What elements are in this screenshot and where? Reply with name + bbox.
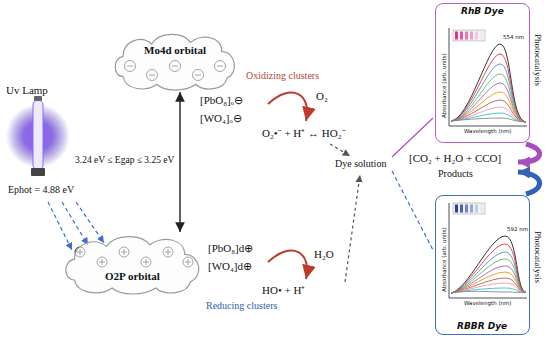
cluster-formula: [PbO₈]d⊕ xyxy=(208,242,253,255)
cluster-heading: Oxidizing clusters xyxy=(246,70,319,82)
rbbr-spectrum-chart xyxy=(453,203,485,214)
rhb-spectrum-chart xyxy=(451,44,526,122)
rbbr-spectrum-chart xyxy=(451,236,526,293)
peak-label: 554 nm xyxy=(503,34,524,40)
rbbr-spectrum-chart xyxy=(451,283,526,293)
light-rays xyxy=(62,202,88,245)
rhb-spectrum-chart xyxy=(451,100,526,122)
rbbr-spectrum-chart xyxy=(480,205,483,213)
products-formula: [CO₂ + H₂O + CCO] xyxy=(409,152,501,165)
rhb-spectrum-chart xyxy=(451,107,526,122)
rbbr-spectrum-chart xyxy=(451,288,526,293)
dye-chart-panel: RBBR DyePhotocatalysis xyxy=(435,195,530,335)
oxidation-arrow xyxy=(268,93,307,121)
rhb-spectrum-chart xyxy=(460,32,463,40)
radical-to-dye-arrows xyxy=(330,144,350,156)
cloud-outline xyxy=(115,34,234,90)
dye-links xyxy=(392,118,433,250)
rbbr-spectrum-chart xyxy=(451,244,526,293)
rbbr-spectrum-chart xyxy=(451,259,526,293)
uv-lamp xyxy=(33,100,43,170)
species-label: H₂O xyxy=(314,248,334,261)
reduction-arrow xyxy=(268,251,307,279)
reaction-label: O₂•⁻ + H⁺ ↔ HO₂⁻ xyxy=(262,127,346,140)
cluster-heading: Reducing clusters xyxy=(206,300,277,312)
rbbr-spectrum-chart xyxy=(470,205,473,213)
rhb-spectrum-chart xyxy=(475,32,478,40)
rhb-spectrum-chart xyxy=(470,32,473,40)
rhb-spectrum-chart xyxy=(451,64,526,122)
side-caption: Photocatalysis xyxy=(533,231,543,283)
cloud-outline xyxy=(60,232,205,296)
rbbr-spectrum-chart xyxy=(475,205,478,213)
reaction-label: HO• + H⁺ xyxy=(262,284,305,297)
rhb-spectrum-chart xyxy=(480,32,483,40)
rbbr-spectrum-chart xyxy=(465,205,468,213)
rbbr-spectrum-chart xyxy=(449,203,527,298)
node-title: Mo4d orbital xyxy=(144,44,206,57)
peak-label: 592 nm xyxy=(507,226,528,232)
rhb-spectrum-chart xyxy=(451,83,526,122)
energy-gap-arrow xyxy=(179,92,180,232)
photocatalysis-arrows xyxy=(518,144,540,162)
rhb-spectrum-chart xyxy=(451,118,526,122)
cluster-formula: [WO₄]d⊕ xyxy=(208,260,252,273)
cloud-outline xyxy=(110,30,240,92)
axis-title: Wavelength (nm) xyxy=(464,128,512,134)
side-caption: Photocatalysis xyxy=(533,34,543,86)
uv-lamp xyxy=(34,96,42,101)
light-rays xyxy=(48,202,72,250)
dye-links xyxy=(392,118,433,157)
cluster-formula: [PbO₈]ₒ⊖ xyxy=(200,94,243,107)
cloud-outline xyxy=(66,237,199,294)
reduction-arrow xyxy=(268,251,307,279)
rbbr-spectrum-chart xyxy=(451,272,526,293)
photon-energy: Ephot = 4.88 eV xyxy=(8,184,74,196)
uv-lamp xyxy=(31,168,45,176)
dye-chart-panel: RhB DyePhotocatalysis xyxy=(435,3,530,143)
rbbr-spectrum-chart xyxy=(451,266,526,293)
rbbr-spectrum-chart xyxy=(449,203,527,298)
axis-title: Absorbance (arb. units) xyxy=(441,227,447,292)
rhb-spectrum-chart xyxy=(455,32,458,40)
rbbr-spectrum-chart xyxy=(455,205,458,213)
rbbr-spectrum-chart xyxy=(451,252,526,293)
node-title: RBBR Dye xyxy=(457,321,507,331)
axis-title: Absorbance (arb. units) xyxy=(441,53,447,118)
rbbr-spectrum-chart xyxy=(451,278,526,293)
oxidation-arrow xyxy=(268,93,307,121)
rhb-spectrum-chart xyxy=(451,74,526,122)
cluster-formula: [WO₄]ₒ⊖ xyxy=(200,112,242,125)
rhb-spectrum-chart xyxy=(449,28,527,126)
orbital-cloud: O2P orbital xyxy=(60,232,205,296)
axis-title: Wavelength (nm) xyxy=(464,300,512,306)
rhb-spectrum-chart xyxy=(449,28,527,126)
uv-lamp xyxy=(6,96,70,176)
dye-links xyxy=(392,171,433,250)
products-label: Products xyxy=(438,168,473,180)
band-gap-label: 3.24 eV ≤ Egap ≤ 3.25 eV xyxy=(75,155,174,166)
rbbr-spectrum-chart xyxy=(451,291,526,293)
radical-to-dye-arrows xyxy=(345,175,360,282)
rhb-spectrum-chart xyxy=(465,32,468,40)
orbital-cloud: Mo4d orbital xyxy=(110,30,240,92)
node-title: RhB Dye xyxy=(461,6,504,16)
lamp-label: Uv Lamp xyxy=(6,84,48,97)
rbbr-spectrum-chart xyxy=(460,205,463,213)
photocatalysis-arrows xyxy=(518,144,540,194)
rhb-spectrum-chart xyxy=(451,113,526,122)
rhb-spectrum-chart xyxy=(451,54,526,122)
photocatalysis-arrows xyxy=(518,172,540,194)
light-rays xyxy=(76,202,104,243)
rhb-spectrum-chart xyxy=(451,92,526,122)
dye-solution-label: Dye solution xyxy=(335,158,386,170)
rhb-spectrum-chart xyxy=(453,30,485,41)
node-title: O2P orbital xyxy=(105,270,160,283)
species-label: O₂ xyxy=(316,90,328,103)
